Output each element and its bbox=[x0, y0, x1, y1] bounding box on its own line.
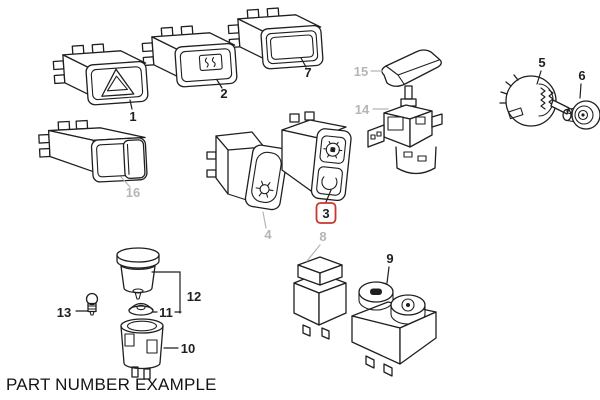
leader-line-2 bbox=[216, 79, 223, 89]
leader-line-5 bbox=[536, 70, 542, 85]
part-8-pushbutton-switch-illustration bbox=[293, 256, 347, 340]
part-9-relay-illustration bbox=[351, 281, 437, 377]
part-label-9[interactable]: 9 bbox=[386, 251, 393, 266]
leader-bracket-12 bbox=[151, 271, 181, 314]
leader-line-6 bbox=[579, 83, 582, 99]
leader-line-4 bbox=[262, 211, 267, 229]
part-13-bulb-illustration bbox=[85, 292, 99, 316]
part-5-rotary-switch-illustration bbox=[499, 74, 573, 127]
part-label-11[interactable]: 11 bbox=[159, 305, 173, 320]
part-15-knob-cap-illustration bbox=[381, 49, 442, 87]
part-10-lighter-socket-illustration bbox=[120, 318, 164, 380]
part-11-heating-element-illustration bbox=[128, 302, 154, 316]
part-7-blank-switch-illustration bbox=[227, 7, 324, 70]
part-label-14[interactable]: 14 bbox=[355, 102, 370, 117]
leader-line-9 bbox=[386, 266, 390, 284]
leader-line-16 bbox=[120, 176, 131, 188]
part-1-hazard-switch-illustration bbox=[52, 43, 149, 106]
part-label-15[interactable]: 15 bbox=[354, 64, 368, 79]
part-label-16[interactable]: 16 bbox=[126, 185, 140, 200]
part-4-fan-switch-illustration bbox=[206, 131, 289, 211]
part-label-3[interactable]: 3 bbox=[322, 206, 329, 221]
leader-line-1 bbox=[129, 99, 133, 110]
part-2-defroster-switch-illustration bbox=[141, 25, 238, 88]
part-label-8[interactable]: 8 bbox=[319, 229, 326, 244]
leader-line-3 bbox=[325, 189, 332, 203]
leader-line-7 bbox=[300, 57, 307, 68]
part-label-1[interactable]: 1 bbox=[129, 109, 136, 124]
part-label-2[interactable]: 2 bbox=[220, 86, 227, 101]
part-12-lighter-plug-illustration bbox=[116, 247, 160, 300]
warning-triangle-icon bbox=[101, 68, 135, 97]
part-label-7[interactable]: 7 bbox=[304, 65, 311, 80]
rocker-knob bbox=[122, 139, 146, 180]
part-label-10[interactable]: 10 bbox=[181, 341, 195, 356]
highlight-box-part-3 bbox=[315, 202, 337, 224]
part-14-switch-body-illustration bbox=[367, 85, 443, 175]
part-3-two-button-switch-illustration bbox=[281, 111, 352, 202]
part-6-knob-illustration bbox=[562, 100, 600, 130]
leader-line-8 bbox=[306, 244, 321, 262]
part-label-5[interactable]: 5 bbox=[538, 55, 545, 70]
upper-button bbox=[319, 135, 347, 164]
part-label-12[interactable]: 12 bbox=[187, 289, 201, 304]
fan-icon bbox=[255, 180, 274, 198]
lower-button bbox=[316, 166, 343, 196]
part-label-4[interactable]: 4 bbox=[264, 227, 272, 242]
part-16-rocker-switch-illustration bbox=[38, 119, 148, 183]
part-label-6[interactable]: 6 bbox=[578, 68, 585, 83]
part-label-13[interactable]: 13 bbox=[57, 305, 71, 320]
diagram-title: PART NUMBER EXAMPLE bbox=[6, 375, 217, 394]
defroster-icon bbox=[198, 53, 223, 71]
